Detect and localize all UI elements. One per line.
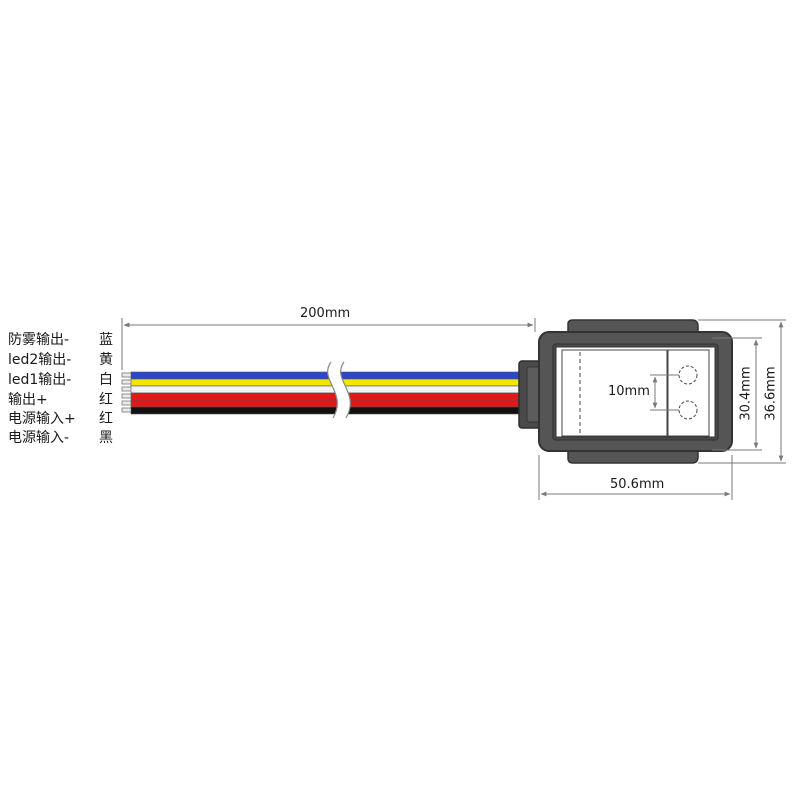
cable-grommet bbox=[518, 360, 544, 429]
inner-height-label: 30.4mm bbox=[738, 366, 754, 421]
hole-spacing-dimension bbox=[650, 374, 679, 411]
wire-function-label-3: 输出+ bbox=[8, 392, 48, 408]
wire-color-label-0: 蓝 bbox=[99, 332, 113, 348]
wire-pins bbox=[121, 372, 133, 413]
wire-2 bbox=[130, 385, 523, 394]
cable-length-dimension bbox=[121, 318, 536, 370]
wire-3 bbox=[130, 392, 523, 401]
wire-5 bbox=[130, 406, 523, 415]
wire-color-label-4: 红 bbox=[99, 411, 113, 427]
wire-color-label-5: 黑 bbox=[99, 430, 113, 446]
wire-function-label-2: led1输出- bbox=[8, 372, 72, 388]
outer-height-label: 36.6mm bbox=[763, 366, 779, 421]
inner-height-dimension bbox=[712, 337, 762, 451]
wire-color-label-3: 红 bbox=[99, 392, 113, 408]
wire-function-label-1: led2输出- bbox=[8, 352, 72, 368]
wire-color-label-2: 白 bbox=[99, 372, 113, 388]
hole-spacing-label: 10mm bbox=[608, 384, 650, 399]
cable-length-label: 200mm bbox=[300, 306, 351, 321]
cable-break-mark bbox=[327, 361, 351, 419]
wire-4 bbox=[130, 399, 523, 408]
wire-function-label-5: 电源输入- bbox=[8, 430, 70, 446]
body-width-label: 50.6mm bbox=[610, 477, 665, 492]
wire-function-label-0: 防雾输出- bbox=[8, 332, 70, 348]
outer-height-dimension bbox=[698, 319, 786, 464]
wire-function-label-4: 电源输入+ bbox=[8, 411, 76, 427]
body-width-dimension bbox=[538, 455, 733, 500]
wire-color-label-1: 黄 bbox=[99, 352, 113, 368]
wires-bundle bbox=[130, 371, 523, 415]
wire-0 bbox=[130, 371, 523, 380]
wire-1 bbox=[130, 378, 523, 387]
module-housing bbox=[538, 319, 733, 464]
